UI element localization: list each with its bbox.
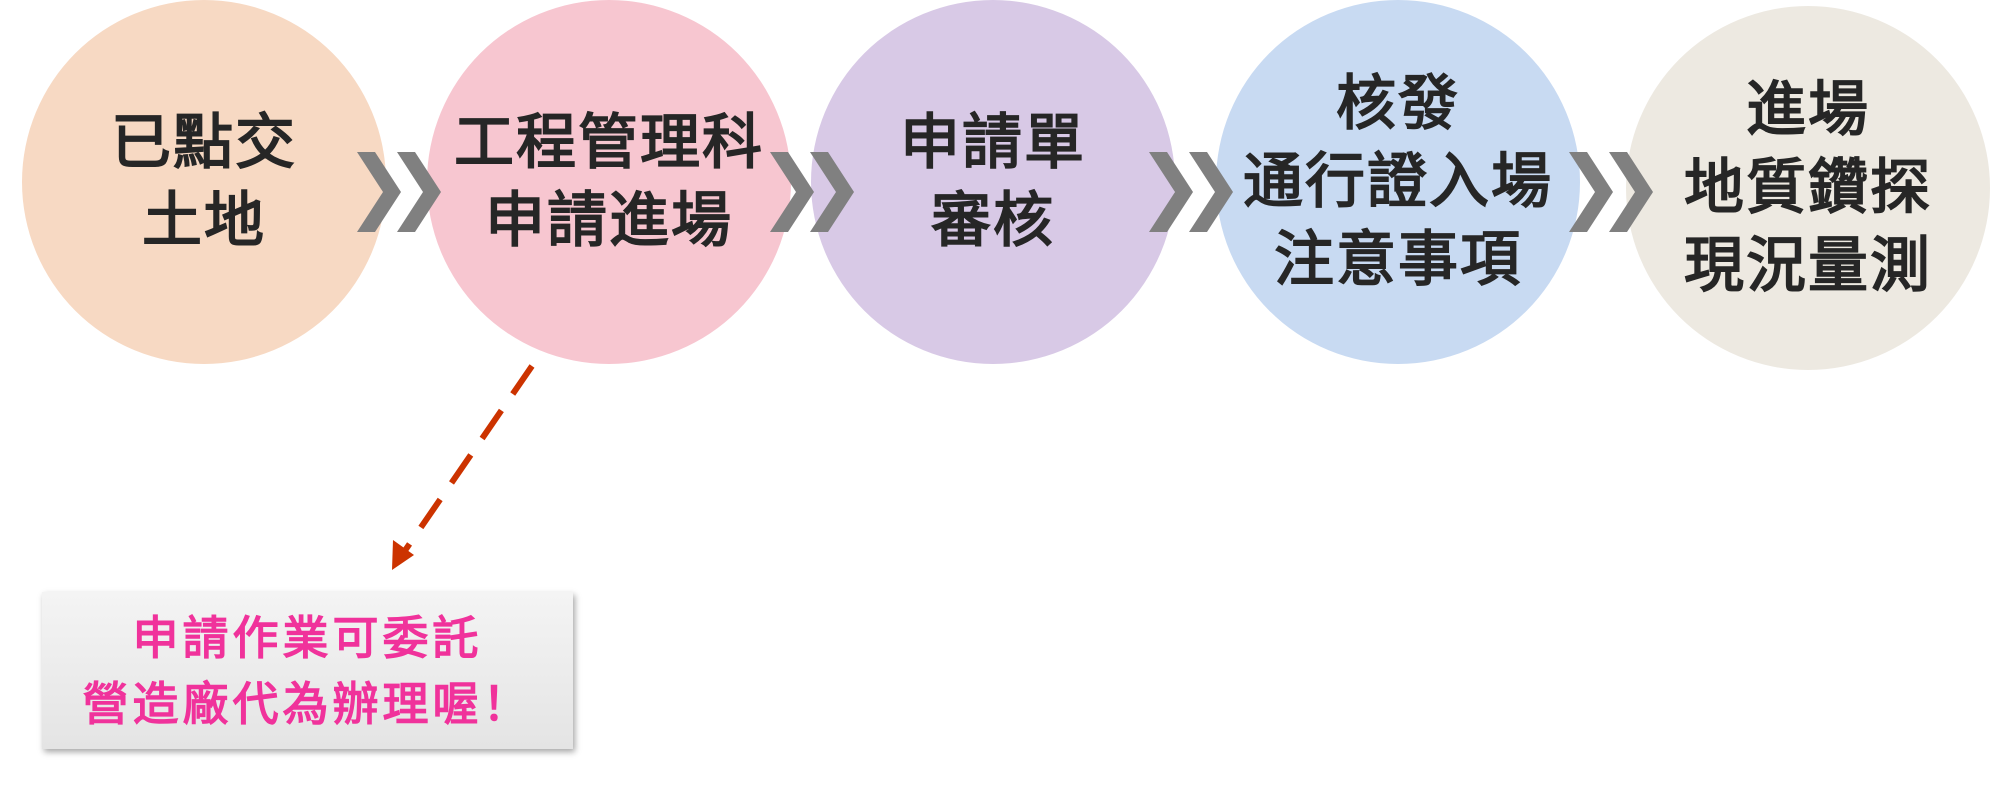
- chevron-right-icon: [770, 152, 854, 232]
- chevron-right-icon: [1149, 152, 1233, 232]
- chevron-right-icon: [1569, 152, 1653, 232]
- step-1-line-1: 已點交: [111, 108, 297, 178]
- step-5-line-2: 地質鑽探: [1684, 153, 1932, 223]
- step-4-line-3: 注意事項: [1274, 225, 1522, 295]
- step-3-line-1: 申請單: [900, 108, 1086, 178]
- step-5-line-1: 進場: [1746, 75, 1870, 145]
- step-4-issue-pass: 核發 通行證入場 注意事項: [1216, 0, 1580, 364]
- step-2-line-1: 工程管理科: [454, 108, 764, 178]
- step-4-line-1: 核發: [1336, 69, 1460, 139]
- step-3-line-2: 審核: [931, 186, 1055, 256]
- chevron-right-icon: [357, 152, 441, 232]
- step-2-apply-entry: 工程管理科 申請進場: [427, 0, 791, 364]
- delegation-note: 申請作業可委託 營造廠代為辦理喔！: [42, 592, 573, 749]
- step-1-already-handed-over: 已點交 土地: [22, 0, 386, 364]
- step-5-site-survey: 進場 地質鑽探 現況量測: [1626, 6, 1990, 370]
- note-line-2: 營造廠代為辦理喔！: [82, 676, 533, 731]
- step-3-review: 申請單 審核: [811, 0, 1175, 364]
- step-2-line-2: 申請進場: [485, 186, 733, 256]
- note-line-1: 申請作業可委託: [132, 610, 483, 665]
- step-5-line-3: 現況量測: [1684, 231, 1932, 301]
- step-4-line-2: 通行證入場: [1243, 147, 1553, 217]
- step-1-line-2: 土地: [142, 186, 266, 256]
